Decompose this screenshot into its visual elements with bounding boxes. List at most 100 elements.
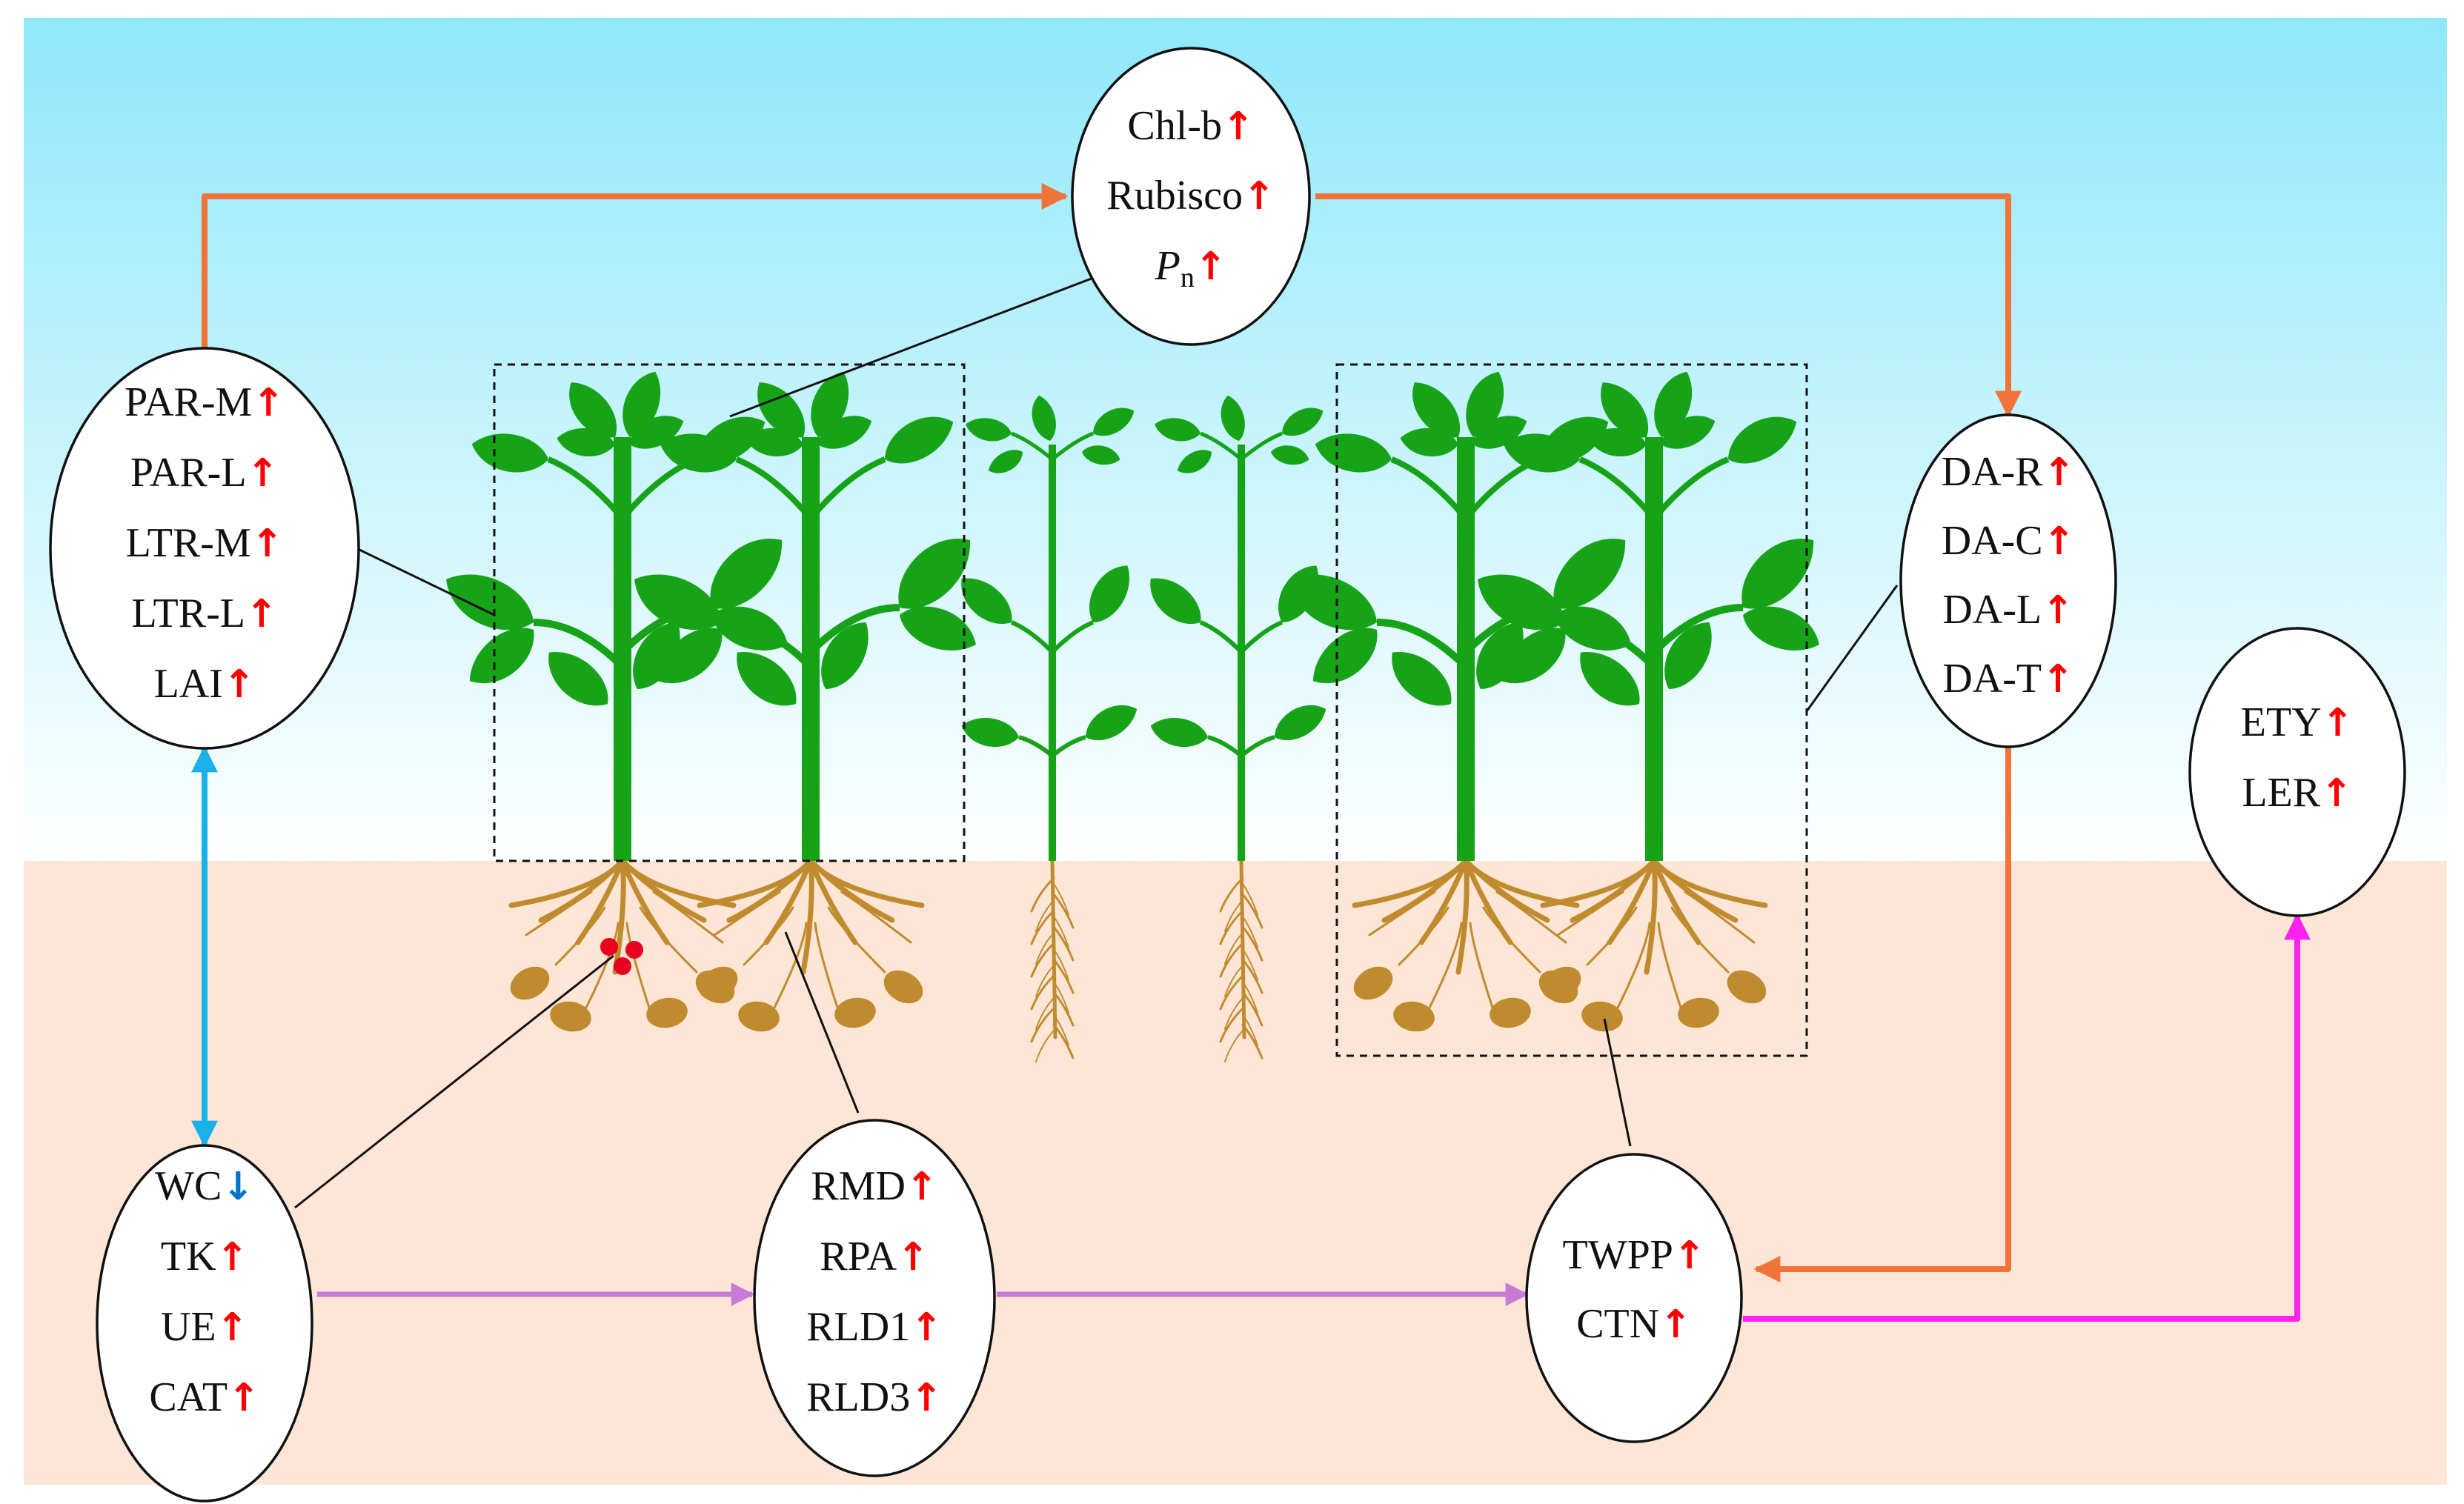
roots-labels: RMD↑ RPA↑ RLD1↑ RLD3↑ <box>806 1163 943 1420</box>
svg-text:LAI↑: LAI↑ <box>154 661 256 707</box>
node-yield <box>2188 627 2406 917</box>
svg-text:LTR-M↑: LTR-M↑ <box>126 520 284 566</box>
fibrous-roots <box>1219 859 1263 1062</box>
pod-icon <box>1678 997 1719 1028</box>
up-arrow-icon: ↑ <box>1195 244 1227 289</box>
pod-icon <box>1541 966 1581 1000</box>
pod-icon <box>1581 1001 1623 1032</box>
pods-labels: TWPP↑ CTN↑ <box>1563 1232 1706 1347</box>
up-arrow-icon: ↑ <box>910 1305 943 1350</box>
svg-text:UE↑: UE↑ <box>161 1304 248 1350</box>
node-canopy-light <box>49 347 360 750</box>
up-arrow-icon: ↑ <box>897 1235 929 1280</box>
up-arrow-icon: ↑ <box>906 1165 938 1209</box>
dry-matter-labels: DA-R↑ DA-C↑ DA-L↑ DA-T↑ <box>1942 449 2075 702</box>
svg-text:LTR-L↑: LTR-L↑ <box>131 590 277 636</box>
up-arrow-icon: ↑ <box>247 451 279 496</box>
label-pn: P <box>1155 243 1180 289</box>
photosynthesis-labels: Chl-b↑ Rubisco↑ Pn↑ <box>1106 103 1275 293</box>
label-da-l: DA-L <box>1942 587 2042 633</box>
label-rld1: RLD1 <box>806 1304 910 1350</box>
pod-icon <box>738 1001 780 1032</box>
up-arrow-icon: ↑ <box>1222 104 1255 149</box>
soil-labels: WC↓ TK↑ UE↑ CAT↑ <box>149 1163 259 1420</box>
root-system <box>697 858 925 1018</box>
svg-text:DA-L↑: DA-L↑ <box>1942 587 2073 633</box>
pod-icon <box>883 970 923 1004</box>
label-rmd: RMD <box>811 1163 906 1209</box>
label-da-t: DA-T <box>1942 656 2042 702</box>
label-tk: TK <box>161 1234 216 1280</box>
pod-icon <box>1727 970 1767 1004</box>
label-ltr-m: LTR-M <box>126 520 251 566</box>
label-da-c: DA-C <box>1942 518 2043 564</box>
root-system <box>1352 858 1580 1018</box>
pod-icon <box>1490 997 1531 1028</box>
up-arrow-icon: ↑ <box>2043 450 2076 495</box>
label-rpa: RPA <box>820 1234 897 1280</box>
up-arrow-icon: ↑ <box>2043 519 2076 564</box>
svg-text:Chl-b↑: Chl-b↑ <box>1127 103 1254 149</box>
root-system <box>1540 858 1768 1018</box>
label-ue: UE <box>161 1304 216 1350</box>
pod-icon <box>550 1001 591 1032</box>
svg-text:DA-C↑: DA-C↑ <box>1942 518 2075 564</box>
label-cat: CAT <box>149 1374 228 1420</box>
up-arrow-icon: ↑ <box>1243 174 1275 219</box>
svg-text:RLD3↑: RLD3↑ <box>806 1374 943 1420</box>
up-arrow-icon: ↑ <box>910 1376 943 1420</box>
pod-icon <box>510 966 550 1000</box>
svg-text:TK↑: TK↑ <box>161 1234 248 1280</box>
up-arrow-icon: ↑ <box>1673 1234 1706 1278</box>
root-system <box>508 858 737 1018</box>
up-arrow-icon: ↑ <box>2320 771 2353 816</box>
up-arrow-icon: ↑ <box>252 381 285 425</box>
up-arrow-icon: ↑ <box>223 662 256 707</box>
arrow-drymatter-to-pods <box>1753 747 2011 1282</box>
up-arrow-icon: ↑ <box>1659 1302 1692 1347</box>
label-rld3: RLD3 <box>806 1374 910 1420</box>
label-rubisco: Rubisco <box>1106 173 1243 219</box>
nodes <box>49 47 2406 1503</box>
canopy-light-labels: PAR-M↑ PAR-L↑ LTR-M↑ LTR-L↑ LAI↑ <box>124 379 285 707</box>
label-ler: LER <box>2242 770 2320 816</box>
arrow-photosynthesis-to-drymatter <box>1315 193 2022 418</box>
down-arrow-icon: ↓ <box>222 1165 254 1209</box>
svg-text:ETY↑: ETY↑ <box>2241 699 2354 745</box>
peanut-plant-4 <box>1467 365 1831 1032</box>
companion-plant-1 <box>952 393 1143 1062</box>
nodule-icon <box>625 941 643 959</box>
up-arrow-icon: ↑ <box>2322 701 2354 745</box>
svg-text:WC↓: WC↓ <box>155 1163 254 1209</box>
arrow-canopy-to-photosynthesis <box>202 183 1069 348</box>
left-plant-group-box <box>493 363 966 862</box>
svg-text:DA-R↑: DA-R↑ <box>1942 449 2075 495</box>
label-par-m: PAR-M <box>124 379 252 425</box>
svg-text:PAR-L↑: PAR-L↑ <box>130 450 279 496</box>
label-twpp: TWPP <box>1563 1232 1673 1278</box>
svg-text:Pn↑: Pn↑ <box>1155 243 1227 293</box>
up-arrow-icon: ↑ <box>245 592 278 636</box>
soil-background <box>24 861 2447 1485</box>
nodule-icon <box>614 957 631 975</box>
svg-text:RMD↑: RMD↑ <box>811 1163 937 1209</box>
label-ctn: CTN <box>1576 1301 1659 1347</box>
connector-canopy-to-plants <box>359 548 495 616</box>
label-ety: ETY <box>2241 699 2322 745</box>
svg-text:Rubisco↑: Rubisco↑ <box>1106 173 1275 219</box>
connector-lines <box>294 276 1899 1209</box>
label-chl-b: Chl-b <box>1127 103 1222 149</box>
flow-arrows <box>191 183 2311 1322</box>
node-dry-matter <box>1899 413 2117 748</box>
up-arrow-icon: ↑ <box>251 522 284 566</box>
nodule-icon <box>600 938 618 956</box>
up-arrow-icon: ↑ <box>228 1376 260 1420</box>
connector-soil-to-nodules <box>294 954 614 1209</box>
node-pods <box>1525 1153 1743 1443</box>
up-arrow-icon: ↑ <box>2042 588 2074 633</box>
pod-icon <box>834 997 876 1028</box>
stem <box>1238 445 1245 861</box>
label-pn-subscript: n <box>1180 262 1195 293</box>
connector-roots-to-plantroots <box>784 931 860 1114</box>
